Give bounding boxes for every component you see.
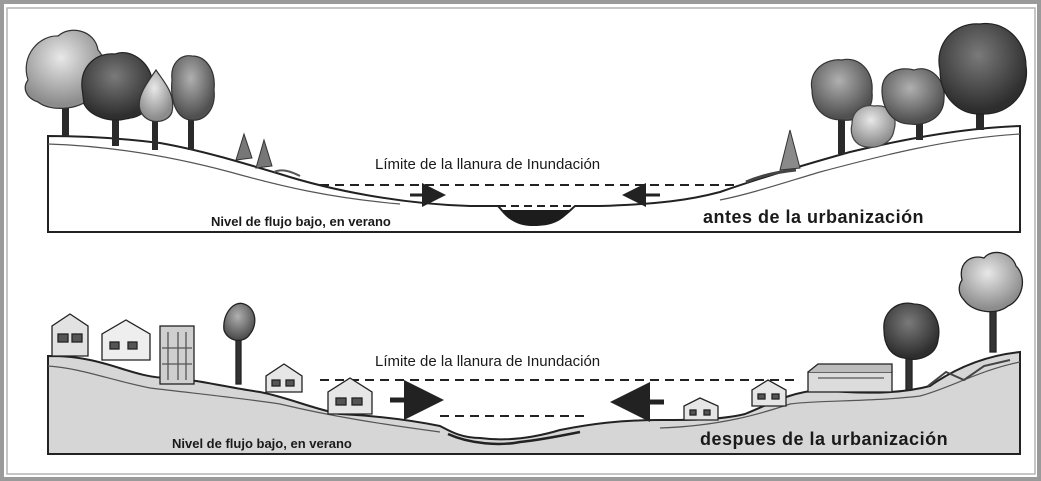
panel-before-urbanization [24, 22, 1028, 233]
buildings-right-after [683, 251, 1024, 421]
soil-layer-left [47, 143, 401, 205]
panel-after-urbanization [47, 251, 1024, 455]
low-flow-water-before [502, 210, 570, 226]
stage-label-before: antes de la urbanización [703, 207, 925, 227]
buildings-left-after [51, 302, 373, 415]
floodplain-limit-label-after: Límite de la llanura de Inundación [375, 353, 601, 370]
soil-layer-left-after [47, 365, 441, 433]
trees-right-before [745, 22, 1028, 184]
inner-frame [6, 7, 1036, 475]
trees-left-before [24, 29, 301, 177]
floodplain-limit-label-before: Límite de la llanura de Inundación [375, 156, 601, 173]
low-flow-label-after: Nivel de flujo bajo, en verano [172, 436, 352, 451]
soil-layer-right [719, 133, 1021, 201]
low-flow-water-after [447, 430, 581, 446]
low-flow-label-before: Nivel de flujo bajo, en verano [211, 214, 391, 229]
stage-label-after: despues de la urbanización [700, 429, 949, 449]
